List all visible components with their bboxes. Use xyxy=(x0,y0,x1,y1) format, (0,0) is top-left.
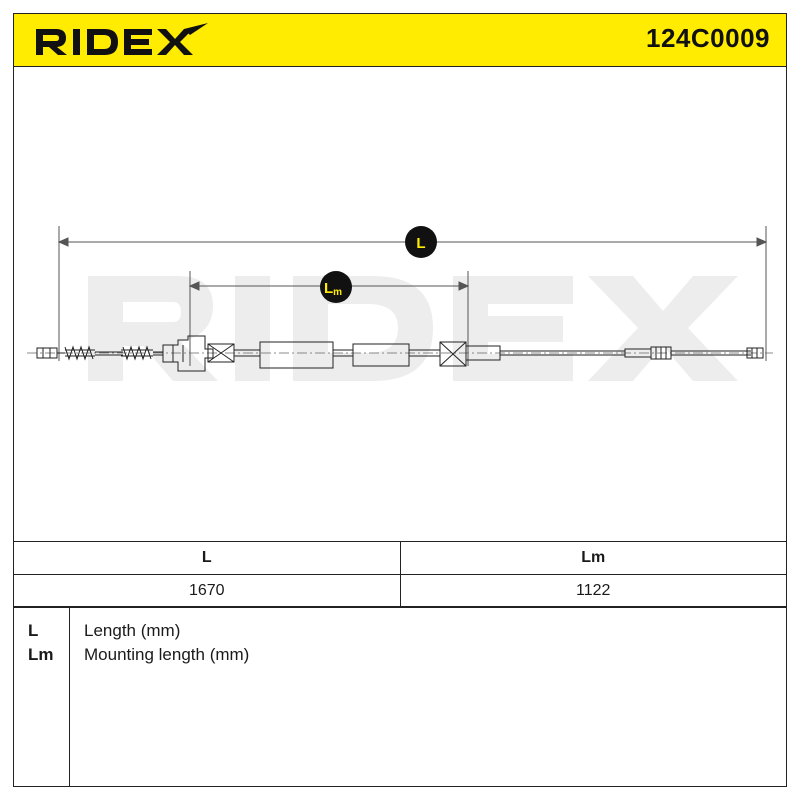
dimension-header-Lm: Lm xyxy=(399,541,787,575)
cable-drawing-svg: L Lm xyxy=(27,226,773,381)
brake-cable xyxy=(36,335,764,372)
marker-Lm xyxy=(320,271,352,303)
header-bar: 124C0009 xyxy=(13,13,787,67)
ridex-logo xyxy=(36,23,208,55)
dimensions-table: L Lm 1670 1122 xyxy=(13,541,787,608)
dimension-header-L: L xyxy=(13,541,401,575)
dimensions-value-row: 1670 1122 xyxy=(13,574,787,608)
marker-Lm-label: Lm xyxy=(324,280,342,298)
part-number: 124C0009 xyxy=(646,23,770,53)
legend-key-Lm: Lm xyxy=(28,645,54,664)
dimension-value-L: 1670 xyxy=(13,574,401,608)
dimension-value-Lm: 1122 xyxy=(399,574,787,608)
legend-desc-L: Length (mm) xyxy=(84,621,181,640)
marker-L xyxy=(405,226,437,258)
marker-L-label: L xyxy=(416,235,425,252)
legend: L Lm Length (mm) Mounting length (mm) xyxy=(13,606,787,787)
legend-keys-column: L Lm xyxy=(14,607,70,786)
legend-key-L: L xyxy=(28,621,39,640)
cable-drawing: L Lm xyxy=(13,66,787,542)
dimensions-header-row: L Lm xyxy=(13,541,787,575)
legend-desc-Lm: Mounting length (mm) xyxy=(84,645,250,664)
watermark-logo xyxy=(88,276,738,381)
